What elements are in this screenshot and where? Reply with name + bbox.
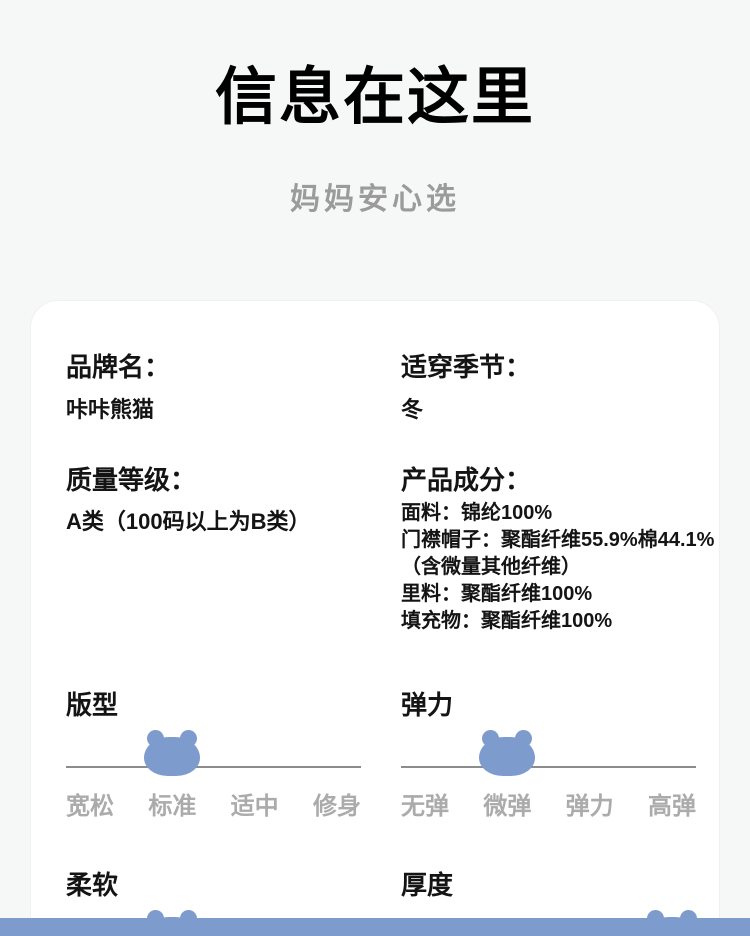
scale-track — [66, 766, 361, 768]
scale-options: 宽松 标准 适中 修身 — [66, 786, 361, 821]
scale-title: 柔软 — [66, 870, 119, 900]
page-title: 信息在这里 — [214, 63, 535, 132]
quality-field: 质量等级： A类（100码以上为B类） — [66, 464, 401, 636]
season-value: 冬 — [401, 396, 424, 422]
season-label: 适穿季节： — [401, 352, 532, 382]
bear-marker-icon — [144, 730, 201, 776]
scale-option: 适中 — [230, 793, 279, 820]
composition-line: 面料：锦纶100% — [401, 502, 553, 524]
scale-track-area — [401, 724, 696, 776]
scale-options: 无弹 微弹 弹力 高弹 — [401, 786, 696, 821]
bear-head — [144, 737, 201, 776]
quality-label: 质量等级： — [66, 464, 197, 495]
scale-option: 宽松 — [66, 793, 114, 820]
scale-option: 微弹 — [483, 793, 532, 820]
scale-option: 修身 — [312, 793, 361, 820]
page-subtitle: 妈妈安心选 — [290, 183, 460, 216]
season-field: 适穿季节： 冬 — [401, 351, 714, 424]
scale-option: 标准 — [148, 793, 197, 820]
brand-label: 品牌名： — [66, 352, 171, 382]
composition-field: 产品成分： 面料：锦纶100% 门襟帽子：聚酯纤维55.9%棉44.1% （含微… — [401, 464, 714, 636]
brand-field: 品牌名： 咔咔熊猫 — [66, 351, 401, 424]
scale-title: 弹力 — [401, 690, 454, 720]
brand-value: 咔咔熊猫 — [66, 396, 155, 422]
scale-elasticity: 弹力 无弹 微弹 弹力 高弹 — [401, 685, 696, 821]
bear-head — [479, 737, 536, 776]
info-card: 品牌名： 咔咔熊猫 适穿季节： 冬 质量等级： A类（100码以上为B类） 产品… — [30, 300, 720, 936]
composition-label: 产品成分： — [401, 464, 532, 495]
composition-line: （含微量其他纤维） — [401, 556, 581, 578]
next-section-edge — [0, 918, 750, 936]
scale-title: 版型 — [66, 690, 119, 720]
scale-track — [401, 766, 696, 768]
scale-fit: 版型 宽松 标准 适中 修身 — [66, 685, 361, 821]
composition-line: 门襟帽子：聚酯纤维55.9%棉44.1% — [401, 529, 715, 551]
scale-title: 厚度 — [401, 870, 454, 900]
rating-scales: 版型 宽松 标准 适中 修身 弹力 — [66, 685, 707, 936]
quality-value: A类（100码以上为B类） — [66, 509, 311, 534]
composition-line: 里料：聚酯纤维100% — [401, 583, 593, 605]
scale-option: 高弹 — [647, 793, 696, 820]
bear-marker-icon — [479, 730, 536, 776]
scale-option: 弹力 — [565, 793, 614, 820]
scale-option: 无弹 — [401, 793, 449, 820]
spec-fields: 品牌名： 咔咔熊猫 适穿季节： 冬 质量等级： A类（100码以上为B类） 产品… — [66, 351, 714, 636]
scale-track-area — [66, 724, 361, 776]
composition-line: 填充物：聚酯纤维100% — [401, 610, 613, 632]
